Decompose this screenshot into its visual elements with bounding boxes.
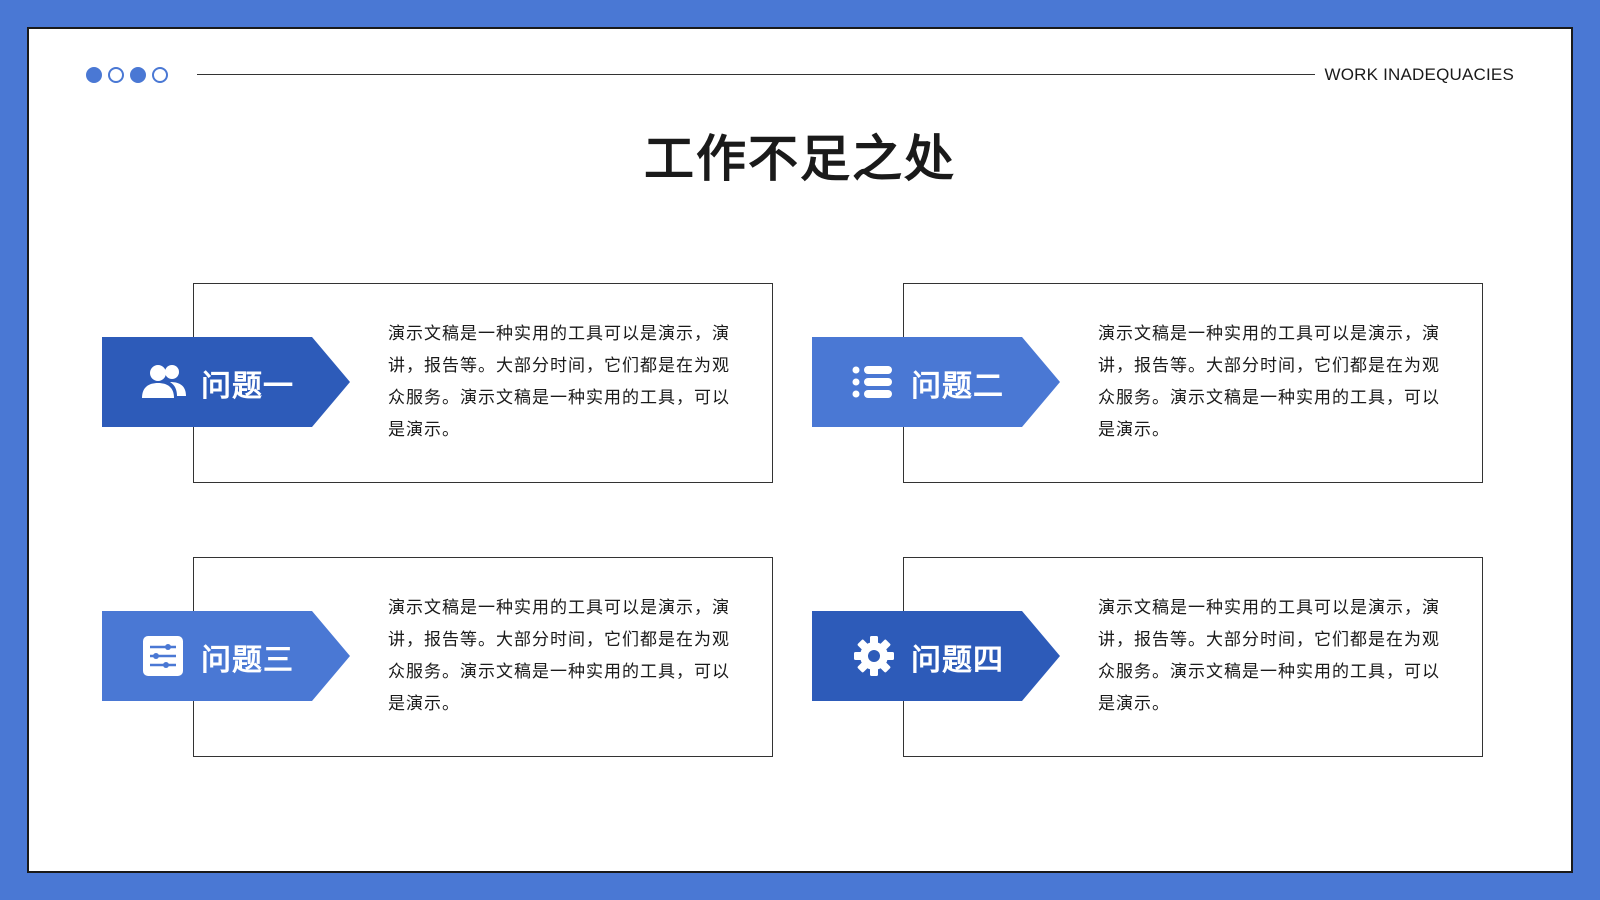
dot-outline <box>108 67 124 83</box>
issue-tag-3: 问题三 <box>102 611 350 701</box>
sliders-icon <box>143 636 183 676</box>
issue-description: 演示文稿是一种实用的工具可以是演示，演讲，报告等。大部分时间，它们都是在为观众服… <box>388 598 730 714</box>
slide: WORK INADEQUACIES 工作不足之处 演示文稿是一种实用的工具可以是… <box>27 27 1573 873</box>
dot-filled <box>86 67 102 83</box>
decorative-dots <box>86 67 168 83</box>
header-label: WORK INADEQUACIES <box>1324 65 1514 84</box>
page-title: 工作不足之处 <box>644 130 956 188</box>
users-icon <box>142 365 186 398</box>
issue-tag-label: 问题一 <box>201 369 294 404</box>
dot-filled <box>130 67 146 83</box>
gear-icon <box>854 636 894 676</box>
issue-description: 演示文稿是一种实用的工具可以是演示，演讲，报告等。大部分时间，它们都是在为观众服… <box>388 324 730 440</box>
issue-tag-2: 问题二 <box>812 337 1060 427</box>
issue-card-2: 演示文稿是一种实用的工具可以是演示，演讲，报告等。大部分时间，它们都是在为观众服… <box>903 283 1483 483</box>
issue-tag-1: 问题一 <box>102 337 350 427</box>
dot-outline <box>152 67 168 83</box>
issue-description: 演示文稿是一种实用的工具可以是演示，演讲，报告等。大部分时间，它们都是在为观众服… <box>1098 598 1440 714</box>
issue-tag-label: 问题四 <box>911 643 1004 678</box>
issue-card-3: 演示文稿是一种实用的工具可以是演示，演讲，报告等。大部分时间，它们都是在为观众服… <box>193 557 773 757</box>
issue-tag-label: 问题二 <box>911 369 1004 404</box>
list-icon <box>852 366 892 398</box>
issue-description: 演示文稿是一种实用的工具可以是演示，演讲，报告等。大部分时间，它们都是在为观众服… <box>1098 324 1440 440</box>
header-divider <box>197 74 1315 75</box>
issue-tag-label: 问题三 <box>201 643 294 678</box>
issue-tag-4: 问题四 <box>812 611 1060 701</box>
